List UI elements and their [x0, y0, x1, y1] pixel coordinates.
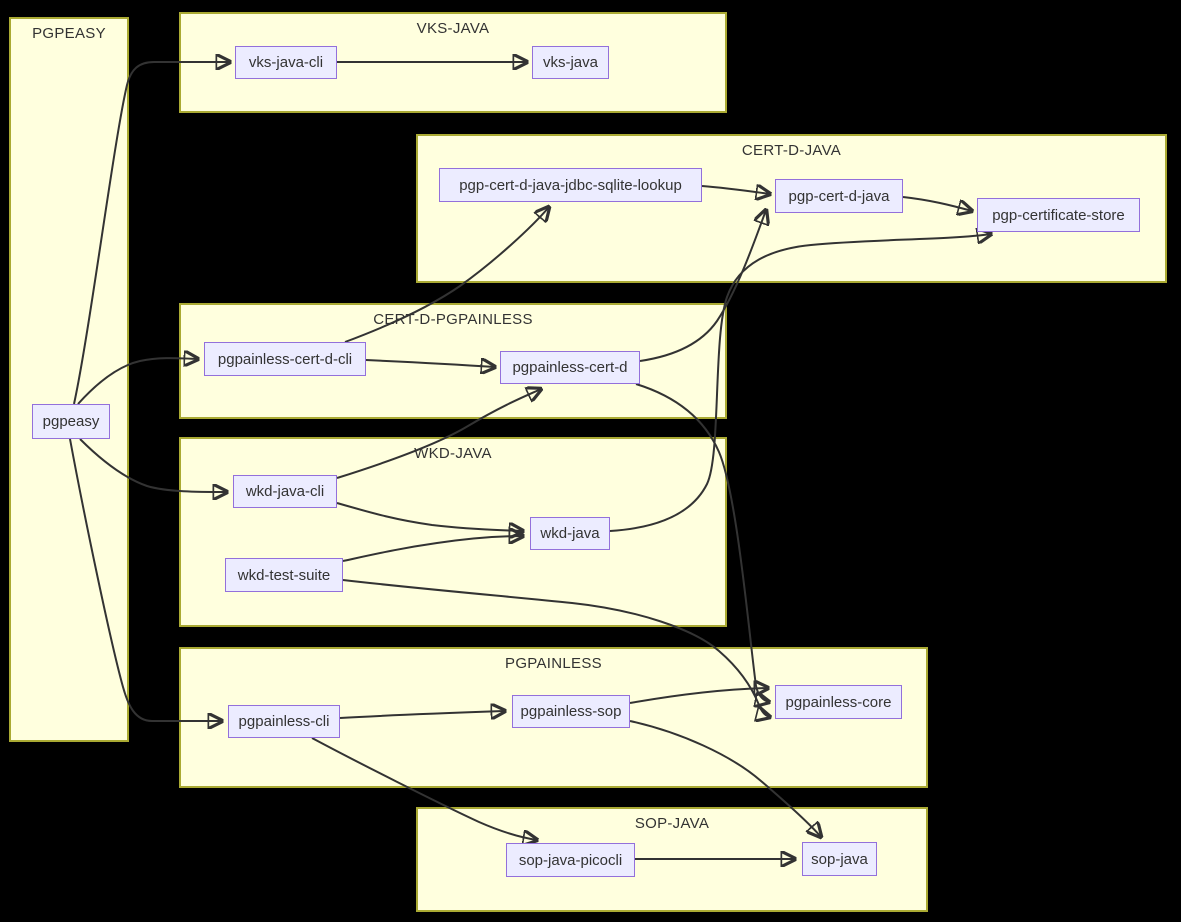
- node-pgp-cert-d-java-jdbc-sqlite-lookup: pgp-cert-d-java-jdbc-sqlite-lookup: [439, 168, 702, 202]
- edge-wkd-test-suite-to-wkd-java: [342, 536, 523, 562]
- edge-pgpainless-cert-d-cli-to-pgp-cert-d-java-jdbc-sqlite-lookup: [344, 207, 549, 343]
- subgraph-title: VKS-JAVA: [416, 20, 490, 37]
- node-pgpainless-sop: pgpainless-sop: [512, 695, 630, 728]
- node-sop-java: sop-java: [802, 842, 877, 876]
- edge-wkd-java-cli-to-wkd-java: [336, 502, 523, 531]
- subgraph-title: PGPAINLESS: [505, 655, 602, 672]
- subgraph-title: SOP-JAVA: [634, 815, 710, 832]
- edge-pgpainless-sop-to-sop-java: [629, 720, 821, 837]
- node-vks-java: vks-java: [532, 46, 609, 79]
- subgraph-title: WKD-JAVA: [414, 445, 492, 462]
- edge-pgpeasy-to-wkd-java-cli: [79, 438, 227, 492]
- node-vks-java-cli: vks-java-cli: [235, 46, 337, 79]
- edge-wkd-java-to-pgp-certificate-store: [609, 234, 991, 532]
- node-wkd-test-suite: wkd-test-suite: [225, 558, 343, 592]
- node-wkd-java-cli: wkd-java-cli: [233, 475, 337, 508]
- edge-pgpainless-cli-to-pgpainless-sop: [339, 711, 505, 718]
- edge-pgpainless-cli-to-sop-java-picocli: [311, 737, 537, 840]
- edge-pgpainless-sop-to-pgpainless-core: [629, 688, 768, 704]
- node-pgpainless-cert-d-cli: pgpainless-cert-d-cli: [204, 342, 366, 376]
- subgraph-wkd-java: WKD-JAVA: [179, 437, 727, 627]
- edge-pgpeasy-to-pgpainless-cli: [69, 438, 222, 721]
- subgraph-title: PGPEASY: [32, 25, 106, 42]
- subgraph-title: CERT-D-PGPAINLESS: [373, 311, 533, 328]
- node-pgp-cert-d-java: pgp-cert-d-java: [775, 179, 903, 213]
- edge-pgpainless-cert-d-to-pgp-cert-d-java: [639, 210, 766, 362]
- edge-pgp-cert-d-java-to-pgp-certificate-store: [902, 196, 972, 211]
- edge-pgpainless-cert-d-cli-to-pgpainless-cert-d: [365, 360, 495, 367]
- node-pgpainless-core: pgpainless-core: [775, 685, 902, 719]
- edge-pgpainless-cert-d-to-pgpainless-core: [635, 383, 769, 702]
- edge-wkd-java-cli-to-pgpainless-cert-d: [336, 389, 541, 479]
- node-wkd-java: wkd-java: [530, 517, 610, 550]
- subgraph-pgpeasy: PGPEASY: [9, 17, 129, 742]
- edge-pgpeasy-to-vks-java-cli: [73, 62, 230, 405]
- subgraph-title: CERT-D-JAVA: [741, 142, 842, 159]
- edge-pgpeasy-to-pgpainless-cert-d-cli: [77, 358, 198, 405]
- edge-wkd-test-suite-to-pgpainless-core: [342, 579, 770, 717]
- node-pgp-certificate-store: pgp-certificate-store: [977, 198, 1140, 232]
- node-pgpainless-cert-d: pgpainless-cert-d: [500, 351, 640, 384]
- node-pgpeasy: pgpeasy: [32, 404, 110, 439]
- edge-pgp-cert-d-java-jdbc-sqlite-lookup-to-pgp-cert-d-java: [701, 186, 770, 194]
- node-sop-java-picocli: sop-java-picocli: [506, 843, 635, 877]
- node-pgpainless-cli: pgpainless-cli: [228, 705, 340, 738]
